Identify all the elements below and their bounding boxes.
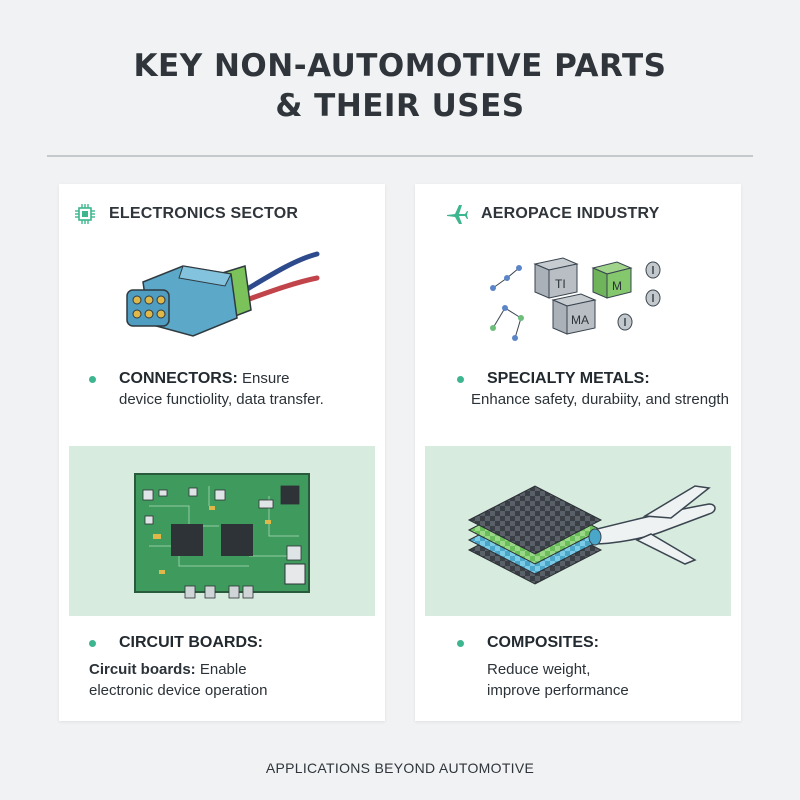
circuit-board-band (69, 446, 375, 616)
airplane-icon (445, 202, 469, 226)
title-line-1: KEY NON-AUTOMOTIVE PARTS (133, 48, 667, 84)
metal-label-ti: TI (555, 277, 566, 291)
aerospace-panel: AEROPACE INDUSTRY TI M MA (415, 184, 741, 721)
aerospace-heading: AEROPACE INDUSTRY (445, 202, 660, 226)
bullet-dot (89, 376, 96, 383)
connectors-desc: device functiolity, data transfer. (119, 391, 324, 408)
circuit-boards-desc-lead: Circuit boards: (89, 661, 196, 678)
page-title: KEY NON-AUTOMOTIVE PARTS & THEIR USES (0, 46, 800, 126)
circuit-boards-desc-line1: Circuit boards: Enable (89, 659, 379, 680)
circuit-boards-term: CIRCUIT BOARDS: (119, 634, 263, 651)
circuit-board-illustration (134, 473, 310, 599)
title-divider (47, 155, 753, 157)
composites-band (425, 446, 731, 616)
specialty-metals-item: SPECIALTY METALS: Enhance safety, durabi… (457, 368, 741, 410)
bullet-dot (89, 640, 96, 647)
electronics-heading: ELECTRONICS SECTOR (73, 202, 298, 226)
metal-cube-ti (533, 257, 579, 299)
bullet-dot (457, 376, 464, 383)
composites-item: COMPOSITES: Reduce weight, improve perfo… (457, 632, 741, 701)
composites-term: COMPOSITES: (487, 634, 600, 651)
metal-cube-m (591, 261, 633, 299)
connectors-desc-inline: Ensure (242, 370, 290, 387)
electronics-heading-label: ELECTRONICS SECTOR (109, 205, 299, 222)
composites-desc: Reduce weight, (487, 661, 591, 678)
metal-label-ma: MA (571, 313, 589, 327)
electronics-panel: ELECTRONICS SECTOR CONNECTORS: Ensure de… (59, 184, 385, 721)
bullet-dot (457, 640, 464, 647)
connector-illustration (126, 251, 320, 337)
specialty-metals-desc: Enhance safety, durabiity, and strength (471, 391, 729, 408)
metals-illustration: TI M MA (490, 257, 661, 341)
connectors-item: CONNECTORS: Ensure device functiolity, d… (89, 368, 379, 410)
circuit-boards-item: CIRCUIT BOARDS: Circuit boards: Enable e… (89, 632, 379, 701)
metal-label-m: M (612, 279, 622, 293)
specialty-metals-term: SPECIALTY METALS: (487, 370, 650, 387)
footer-caption: APPLICATIONS BEYOND AUTOMOTIVE (265, 760, 535, 776)
connectors-term: CONNECTORS: (119, 370, 238, 387)
composites-illustration (467, 485, 716, 585)
circuit-boards-desc-inline: Enable (199, 661, 247, 678)
title-line-2: & THEIR USES (275, 88, 525, 124)
chip-icon (73, 202, 97, 226)
composites-desc-2: improve performance (487, 682, 629, 699)
metal-cube-ma (551, 293, 597, 335)
circuit-boards-desc: electronic device operation (89, 682, 268, 699)
aerospace-heading-label: AEROPACE INDUSTRY (481, 205, 660, 222)
